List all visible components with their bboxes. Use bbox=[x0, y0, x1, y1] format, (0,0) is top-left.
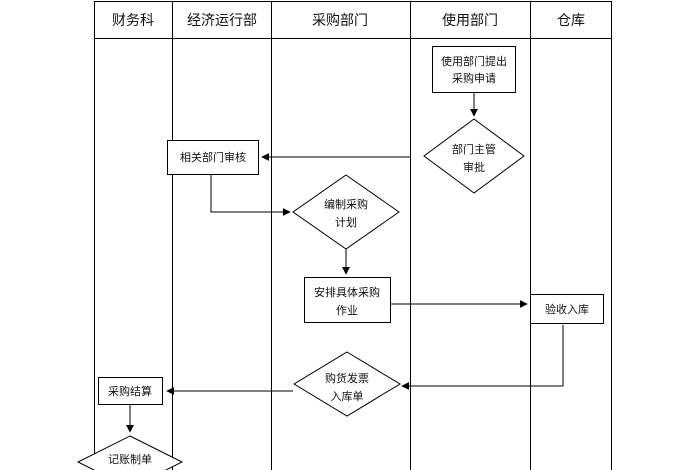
step-settlement-label: 采购结算 bbox=[108, 384, 152, 398]
step-invoice-diamond bbox=[293, 351, 401, 417]
step-bookkeeping-label: 记账制单 bbox=[108, 453, 152, 466]
lane-header-user-dept: 使用部门 bbox=[442, 12, 498, 29]
arrow-acceptance-to-invoice bbox=[401, 325, 564, 390]
step-arrange-work-box bbox=[304, 277, 391, 323]
step-settlement-box bbox=[98, 377, 163, 405]
step-invoice-label-1: 购货发票 bbox=[325, 371, 369, 385]
step-make-plan-label-1: 编制采购 bbox=[324, 197, 368, 211]
lane-header-economic-ops: 经济运行部 bbox=[187, 13, 257, 29]
lane-header-warehouse: 仓库 bbox=[557, 13, 585, 29]
step-bookkeeping-diamond bbox=[76, 435, 184, 470]
arrow-review-to-plan bbox=[210, 175, 291, 216]
step-request-label-2: 采购申请 bbox=[452, 71, 496, 85]
step-acceptance-label: 验收入库 bbox=[545, 302, 589, 316]
lane-grid bbox=[94, 1, 612, 470]
step-request-box bbox=[432, 46, 516, 93]
step-head-approval-label-2: 审批 bbox=[463, 160, 485, 174]
step-arrange-work-label-2: 作业 bbox=[336, 304, 358, 317]
lane-header-procurement: 采购部门 bbox=[312, 13, 368, 29]
step-acceptance-box bbox=[530, 294, 604, 324]
step-related-review-label: 相关部门审核 bbox=[180, 150, 246, 164]
step-arrange-work-label-1: 安排具体采购 bbox=[314, 285, 380, 299]
step-head-approval-label-1: 部门主管 bbox=[452, 142, 496, 156]
connectors bbox=[126, 93, 564, 433]
lane-header-finance: 财务科 bbox=[112, 13, 154, 29]
step-make-plan-diamond bbox=[292, 174, 400, 250]
step-invoice-label-2: 入库单 bbox=[331, 390, 364, 403]
step-head-approval-diamond bbox=[423, 118, 525, 194]
step-related-review-box bbox=[167, 140, 259, 175]
step-make-plan-label-2: 计划 bbox=[335, 216, 357, 229]
step-request-label-1: 使用部门提出 bbox=[441, 54, 507, 68]
